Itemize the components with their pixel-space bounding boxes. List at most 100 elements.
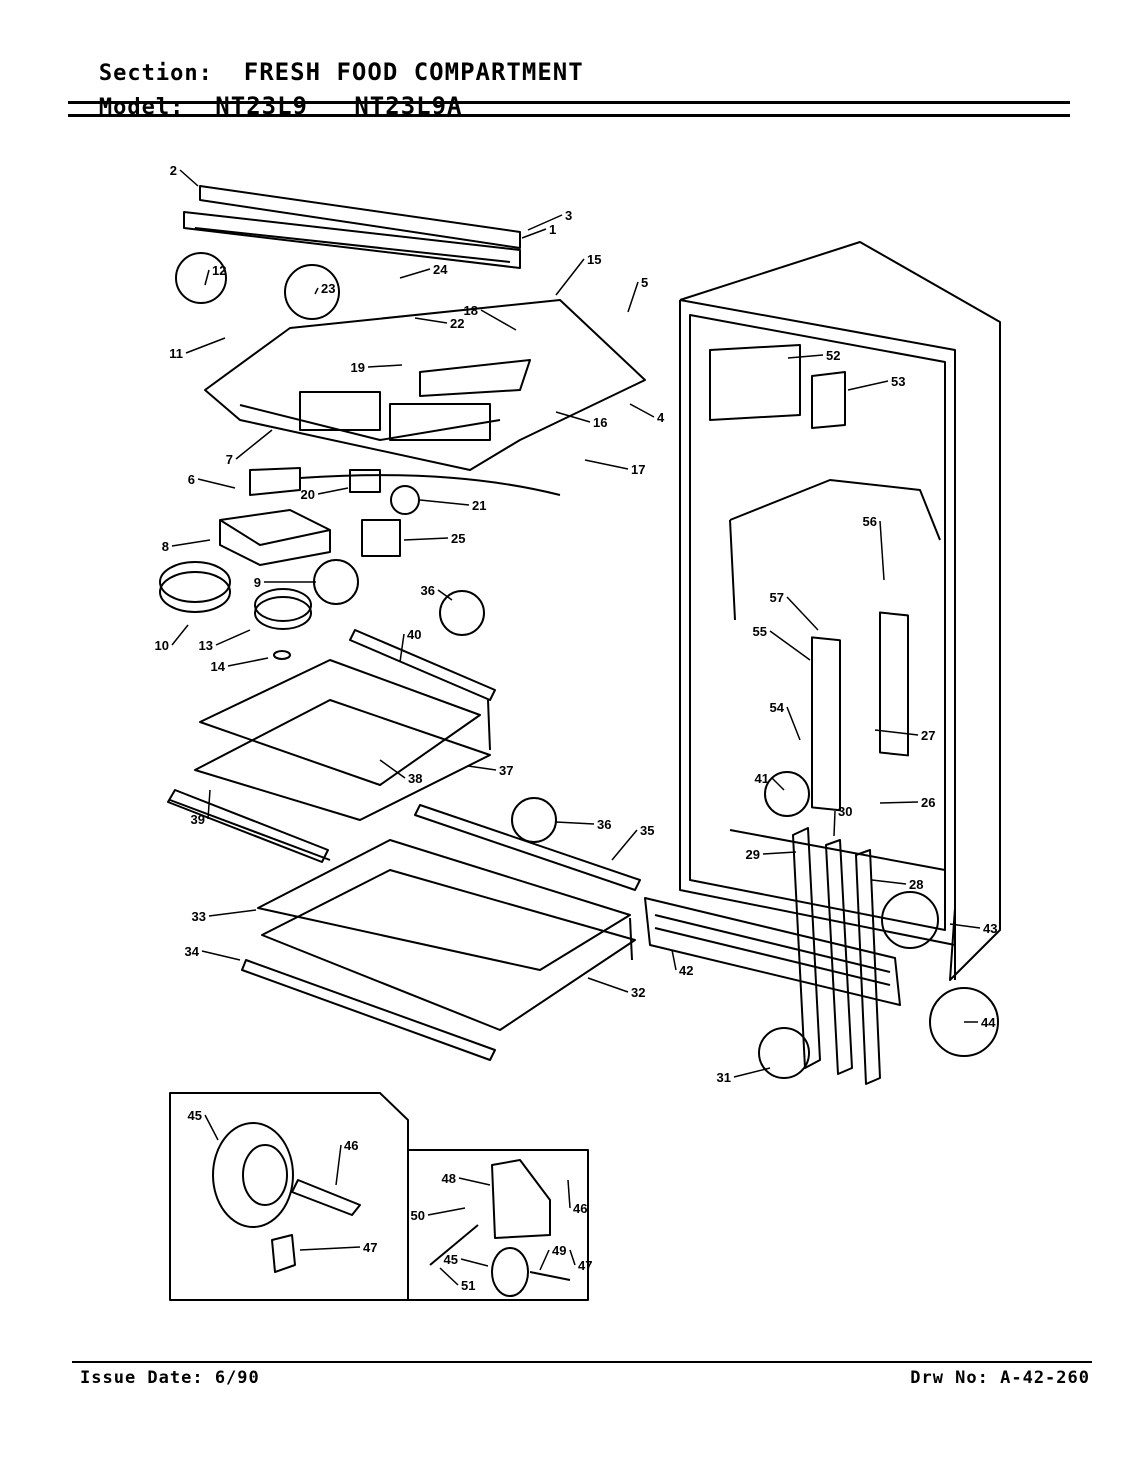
callout-number: 10 bbox=[155, 638, 169, 653]
callout-leader bbox=[207, 789, 211, 820]
callout-number: 48 bbox=[442, 1171, 456, 1186]
callout-leader bbox=[611, 829, 638, 861]
callout-leader bbox=[335, 1144, 342, 1186]
section-key: Section: bbox=[98, 61, 213, 86]
callout-number: 11 bbox=[169, 346, 183, 361]
callout-number: 12 bbox=[212, 263, 226, 278]
callout-leader bbox=[458, 1177, 491, 1186]
callout-number: 22 bbox=[450, 316, 464, 331]
callout-number: 14 bbox=[211, 659, 226, 674]
top-cover-panel bbox=[204, 299, 646, 471]
shelf-rails bbox=[792, 827, 881, 1085]
callout-leader bbox=[314, 287, 319, 295]
detail-circle-36-lower bbox=[511, 797, 557, 843]
callout-number: 47 bbox=[578, 1258, 592, 1273]
light-socket-assembly bbox=[349, 469, 420, 557]
callout-leader bbox=[555, 411, 591, 423]
callout-number: 54 bbox=[770, 700, 785, 715]
callout-number: 4 bbox=[657, 410, 665, 425]
detail-circle-44 bbox=[929, 987, 999, 1057]
callout-leader bbox=[671, 949, 677, 971]
footer-rule bbox=[72, 1361, 1092, 1363]
callout-leader bbox=[587, 977, 629, 993]
callout-leader bbox=[204, 269, 210, 286]
callout-labels: 1234567891011121314151617181920212223242… bbox=[155, 163, 998, 1293]
callout-leader bbox=[786, 706, 801, 741]
detail-circle-36-upper bbox=[439, 590, 485, 636]
callout-number: 37 bbox=[499, 763, 513, 778]
toe-grille bbox=[644, 897, 901, 1006]
callout-number: 2 bbox=[170, 163, 177, 178]
callout-number: 43 bbox=[983, 921, 997, 936]
callout-number: 23 bbox=[321, 281, 335, 296]
callout-leader bbox=[874, 729, 919, 736]
callout-leader bbox=[403, 537, 449, 541]
callout-leader bbox=[771, 777, 785, 791]
callout-number: 18 bbox=[464, 303, 478, 318]
callout-number: 42 bbox=[679, 963, 693, 978]
issue-date: Issue Date: 6/90 bbox=[80, 1368, 260, 1388]
callout-leader bbox=[871, 879, 907, 885]
callout-number: 17 bbox=[631, 462, 645, 477]
thermostat-bracket bbox=[219, 467, 561, 566]
callout-number: 7 bbox=[226, 452, 233, 467]
callout-leader bbox=[299, 1246, 361, 1251]
callout-number: 5 bbox=[641, 275, 648, 290]
callout-number: 21 bbox=[472, 498, 486, 513]
callout-number: 15 bbox=[587, 252, 601, 267]
callout-number: 19 bbox=[351, 360, 365, 375]
callout-leader bbox=[467, 765, 497, 771]
callout-number: 46 bbox=[344, 1138, 358, 1153]
detail-circle-12 bbox=[175, 252, 227, 304]
upper-shelf bbox=[167, 629, 496, 863]
callout-leader bbox=[584, 459, 629, 470]
callout-leader bbox=[208, 909, 257, 917]
callout-number: 32 bbox=[631, 985, 645, 1000]
section-value: FRESH FOOD COMPARTMENT bbox=[243, 58, 584, 86]
callout-number: 40 bbox=[407, 627, 421, 642]
callout-leader bbox=[367, 364, 403, 368]
callout-number: 49 bbox=[552, 1243, 566, 1258]
callout-number: 36 bbox=[421, 583, 435, 598]
top-trim-assembly bbox=[183, 185, 521, 269]
callout-leader bbox=[879, 801, 919, 804]
header-rule-bottom bbox=[68, 114, 1070, 117]
callout-leader bbox=[833, 810, 836, 837]
callout-leader bbox=[769, 630, 811, 661]
callout-number: 39 bbox=[191, 812, 205, 827]
callout-number: 3 bbox=[565, 208, 572, 223]
callout-leader bbox=[201, 950, 241, 961]
callout-leader bbox=[427, 1207, 466, 1216]
callout-leader bbox=[317, 487, 349, 495]
callout-number: 35 bbox=[640, 823, 654, 838]
callout-leader bbox=[786, 596, 819, 631]
callout-leader bbox=[171, 539, 211, 547]
callout-number: 30 bbox=[838, 804, 852, 819]
callout-leader bbox=[480, 309, 517, 331]
callout-number: 29 bbox=[746, 847, 760, 862]
callout-number: 41 bbox=[755, 771, 769, 786]
callout-number: 47 bbox=[363, 1240, 377, 1255]
lower-shelf bbox=[241, 804, 641, 1061]
callout-number: 8 bbox=[162, 539, 169, 554]
callout-leader bbox=[460, 1258, 489, 1267]
callout-leader bbox=[399, 268, 431, 279]
callout-number: 9 bbox=[254, 575, 261, 590]
callout-number: 20 bbox=[301, 487, 315, 502]
callout-leader bbox=[521, 228, 547, 239]
callout-number: 57 bbox=[770, 590, 784, 605]
refrigerator-cabinet bbox=[679, 241, 1001, 981]
detail-circle-31 bbox=[758, 1027, 810, 1079]
callout-number: 45 bbox=[188, 1108, 202, 1123]
detail-circle-43 bbox=[881, 891, 939, 949]
callout-number: 26 bbox=[921, 795, 935, 810]
callout-leader bbox=[539, 1249, 550, 1271]
callout-number: 44 bbox=[981, 1015, 996, 1030]
callout-leader bbox=[437, 589, 453, 601]
callout-leader bbox=[847, 380, 889, 391]
section-title: Section: FRESH FOOD COMPARTMENT bbox=[68, 30, 584, 86]
callout-leader bbox=[787, 354, 824, 359]
callout-leader bbox=[399, 633, 405, 663]
callout-leader bbox=[179, 169, 199, 187]
